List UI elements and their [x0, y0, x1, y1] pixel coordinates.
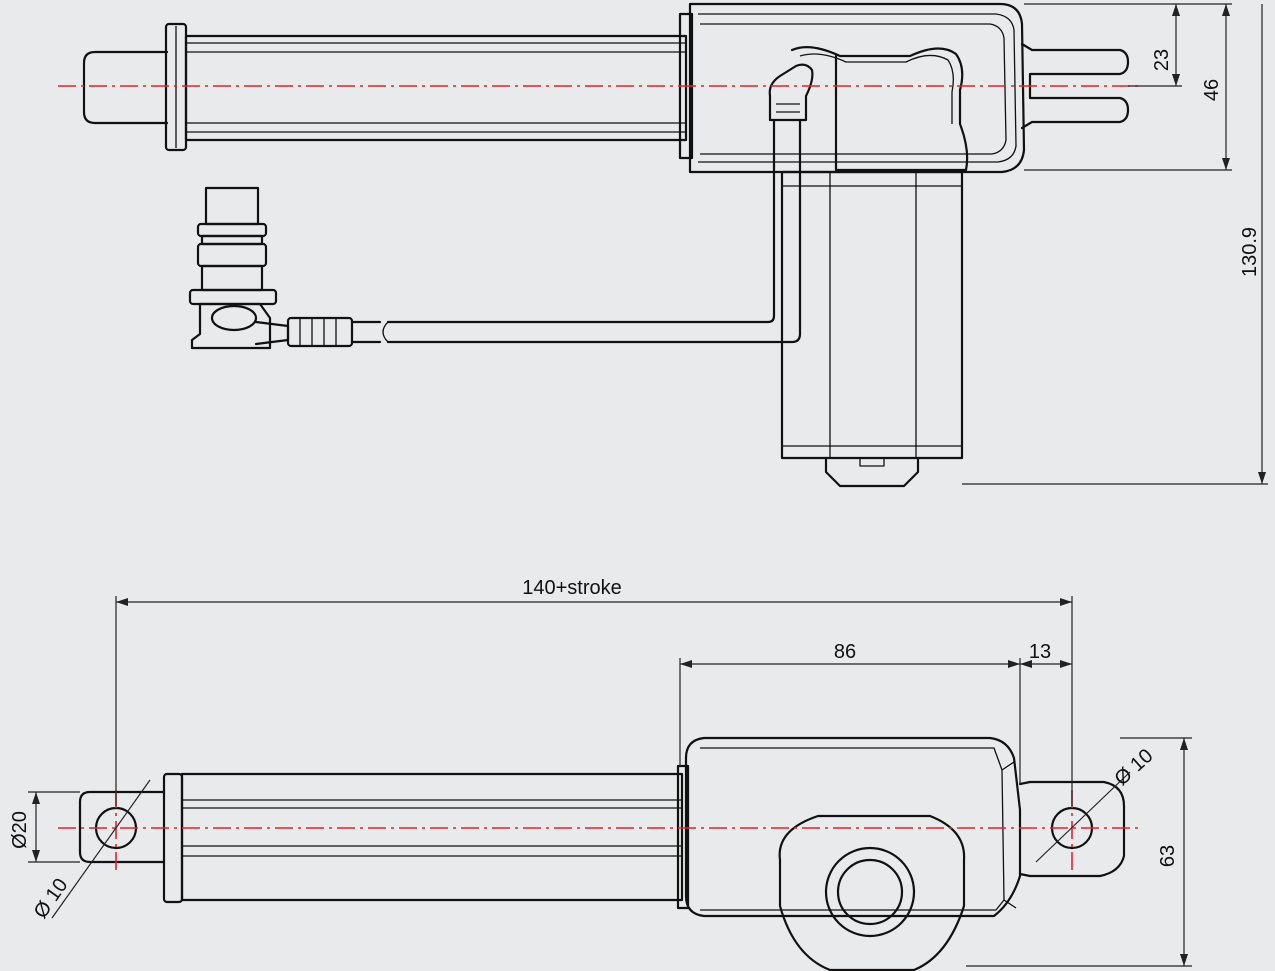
rear-eye — [78, 790, 166, 864]
plug-head — [188, 186, 278, 350]
motor-shaft-inner — [836, 858, 904, 926]
gearbox-housing — [688, 2, 1026, 174]
front-eye — [1018, 780, 1126, 878]
motor-endcap — [824, 456, 920, 488]
dim-130-9-label: 130.9 — [1239, 227, 1261, 277]
rear-shaft-end — [82, 50, 169, 125]
rear-flange-plan — [162, 772, 184, 904]
dim-63-label: 63 — [1157, 845, 1179, 867]
dim-86-label: 86 — [834, 641, 856, 663]
dimensions-plan — [28, 596, 1192, 967]
outer-tube — [184, 34, 688, 142]
cable-gland — [768, 63, 814, 122]
plan-view — [78, 736, 1126, 971]
gear-cover — [790, 45, 969, 172]
dim-13-label: 13 — [1029, 641, 1051, 663]
side-view — [82, 2, 1130, 488]
dim-dia20-label: Ø20 — [9, 811, 31, 849]
cable — [386, 118, 776, 324]
motor-shaft-outer — [824, 846, 916, 938]
outer-tube-plan — [180, 772, 684, 902]
motor-outline-plan — [778, 814, 966, 971]
dimensions-side — [962, 3, 1268, 485]
dim-23-label: 23 — [1151, 49, 1173, 71]
cable-connector — [254, 316, 382, 348]
dim-140-stroke-label: 140+stroke — [522, 577, 622, 599]
dim-46-label: 46 — [1201, 79, 1223, 101]
motor-body — [780, 170, 964, 460]
gearbox-housing-plan — [684, 736, 1022, 918]
